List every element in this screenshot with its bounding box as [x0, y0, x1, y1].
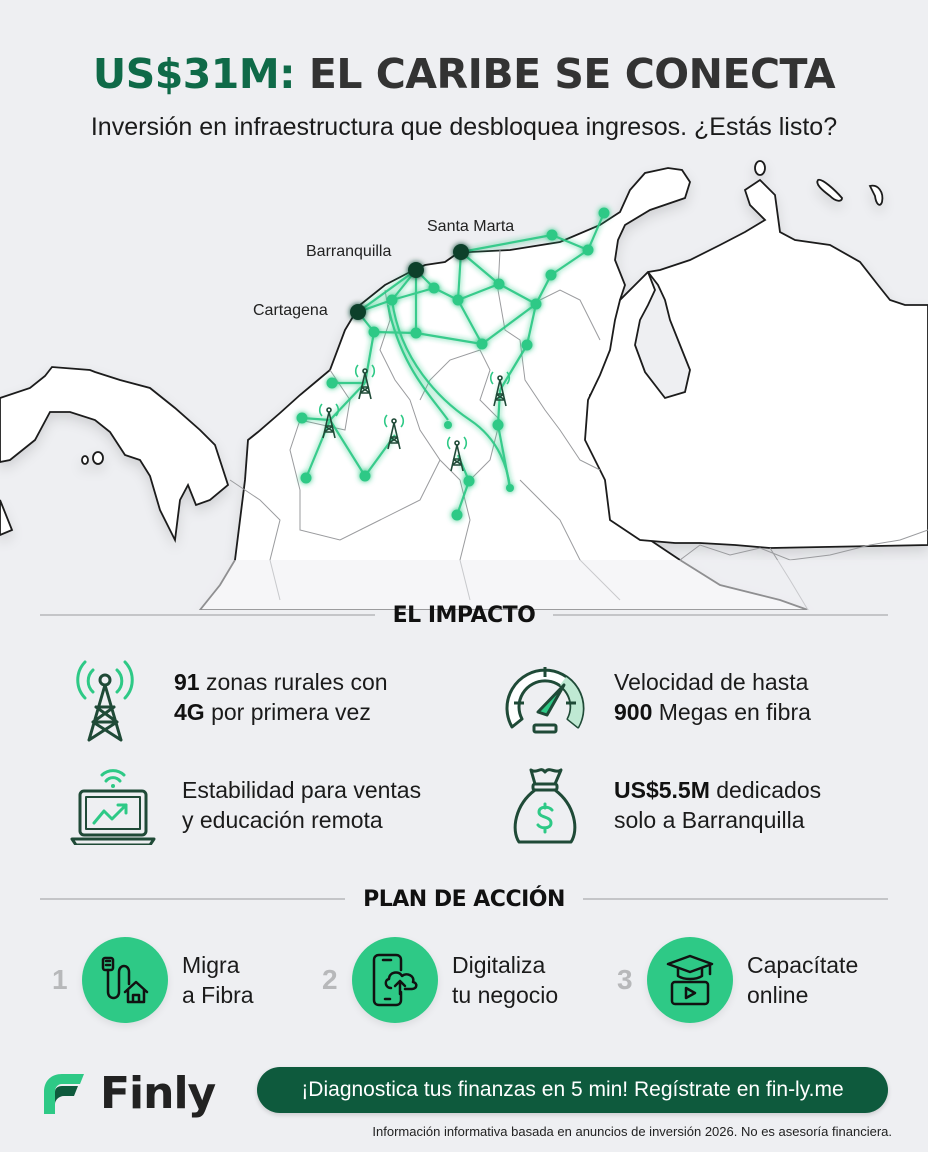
caribbean-network-map: Santa Marta Barranquilla Cartagena — [0, 160, 928, 610]
city-nodes — [350, 244, 469, 320]
impact-text-line2: y educación remota — [182, 807, 383, 833]
cell-tower-icon — [489, 371, 511, 407]
step-line1: Digitaliza — [452, 952, 546, 978]
impact-item-fiber-speed: Velocidad de hasta 900 Megas en fibra — [500, 652, 811, 742]
impact-text-line1: Velocidad de hasta — [614, 669, 809, 695]
graduation-video-icon — [647, 937, 733, 1023]
impact-text-line1: Estabilidad para ventas — [182, 777, 422, 803]
impact-text: 91 zonas rurales con 4G por primera vez — [174, 667, 388, 727]
cell-tower-icon — [383, 414, 405, 450]
tower-markers — [318, 364, 511, 472]
disclaimer-text: Información informativa basada en anunci… — [372, 1124, 892, 1139]
divider — [553, 614, 888, 616]
cell-tower-icon — [354, 364, 376, 400]
city-node-santa-marta — [453, 244, 469, 260]
highlight-value: 91 — [174, 669, 200, 695]
impact-text-line1: zonas rurales con — [199, 669, 388, 695]
impact-item-rural-4g: 91 zonas rurales con 4G por primera vez — [60, 652, 388, 742]
step-line2: online — [747, 982, 809, 1008]
impact-item-stability: Estabilidad para ventas y educación remo… — [68, 760, 421, 850]
divider — [40, 898, 346, 900]
title-amount: US$31M: — [92, 50, 296, 98]
cell-tower-icon — [60, 652, 150, 742]
impact-section-header: EL IMPACTO — [40, 600, 888, 630]
impact-item-barranquilla-investment: US$5.5M dedicados solo a Barranquilla — [500, 760, 821, 850]
lake-maracaibo — [634, 271, 691, 400]
step-text: Digitaliza tu negocio — [452, 950, 558, 1010]
step-text: Capacítate online — [747, 950, 858, 1010]
impact-text: Estabilidad para ventas y educación remo… — [182, 775, 421, 835]
step-number: 2 — [322, 964, 338, 995]
page-subtitle: Inversión en infraestructura que desbloq… — [90, 113, 838, 141]
city-node-cartagena — [350, 304, 366, 320]
impact-text: US$5.5M dedicados solo a Barranquilla — [614, 775, 821, 835]
laptop-chart-icon — [68, 760, 158, 850]
impact-text-line2: solo a Barranquilla — [614, 807, 805, 833]
plan-section-header: PLAN DE ACCIÓN — [40, 884, 888, 914]
finly-logo-icon — [44, 1073, 84, 1114]
cell-tower-icon — [318, 403, 340, 439]
highlight-value: 4G — [174, 699, 205, 725]
department-borders — [229, 249, 928, 610]
network-nodes — [296, 207, 610, 521]
action-step-3: 3 Capacítate online — [617, 937, 858, 1023]
divider — [582, 898, 888, 900]
step-line2: tu negocio — [452, 982, 559, 1008]
step-line1: Migra — [182, 952, 240, 978]
highlight-value: US$5.5M — [614, 777, 710, 803]
impact-text-line1: dedicados — [709, 777, 822, 803]
plan-title: PLAN DE ACCIÓN — [363, 886, 565, 912]
divider — [40, 614, 375, 616]
land-masses — [0, 160, 928, 610]
money-bag-icon — [500, 760, 590, 850]
step-line1: Capacítate — [747, 952, 859, 978]
impact-title: EL IMPACTO — [392, 602, 536, 628]
city-node-barranquilla — [408, 262, 424, 278]
action-step-2: 2 Digitaliza tu negocio — [322, 937, 558, 1023]
page-title: US$31M: EL CARIBE SE CONECTA — [0, 50, 928, 98]
speedometer-icon — [500, 652, 590, 742]
title-text: EL CARIBE SE CONECTA — [308, 50, 836, 98]
cell-tower-icon — [446, 436, 468, 472]
city-label-cartagena: Cartagena — [253, 302, 328, 319]
brand-name: Finly — [100, 1068, 216, 1119]
step-number: 3 — [617, 964, 633, 995]
phone-cloud-upload-icon — [352, 937, 438, 1023]
impact-text-line2: por primera vez — [204, 699, 371, 725]
highlight-value: 900 — [614, 699, 653, 725]
impact-text: Velocidad de hasta 900 Megas en fibra — [614, 667, 811, 727]
signup-cta-button[interactable]: ¡Diagnostica tus finanzas en 5 min! Regí… — [257, 1067, 888, 1113]
step-line2: a Fibra — [182, 982, 254, 1008]
action-step-1: 1 Migra a Fibra — [52, 937, 254, 1023]
venezuela-outline — [584, 178, 928, 549]
step-text: Migra a Fibra — [182, 950, 254, 1010]
step-number: 1 — [52, 964, 68, 995]
impact-text-line2: Megas en fibra — [652, 699, 811, 725]
city-label-barranquilla: Barranquilla — [306, 243, 391, 260]
finly-logo[interactable]: Finly — [40, 1068, 216, 1119]
city-label-santa-marta: Santa Marta — [427, 218, 514, 235]
fiber-cable-home-icon — [82, 937, 168, 1023]
panama-outline — [0, 366, 230, 544]
